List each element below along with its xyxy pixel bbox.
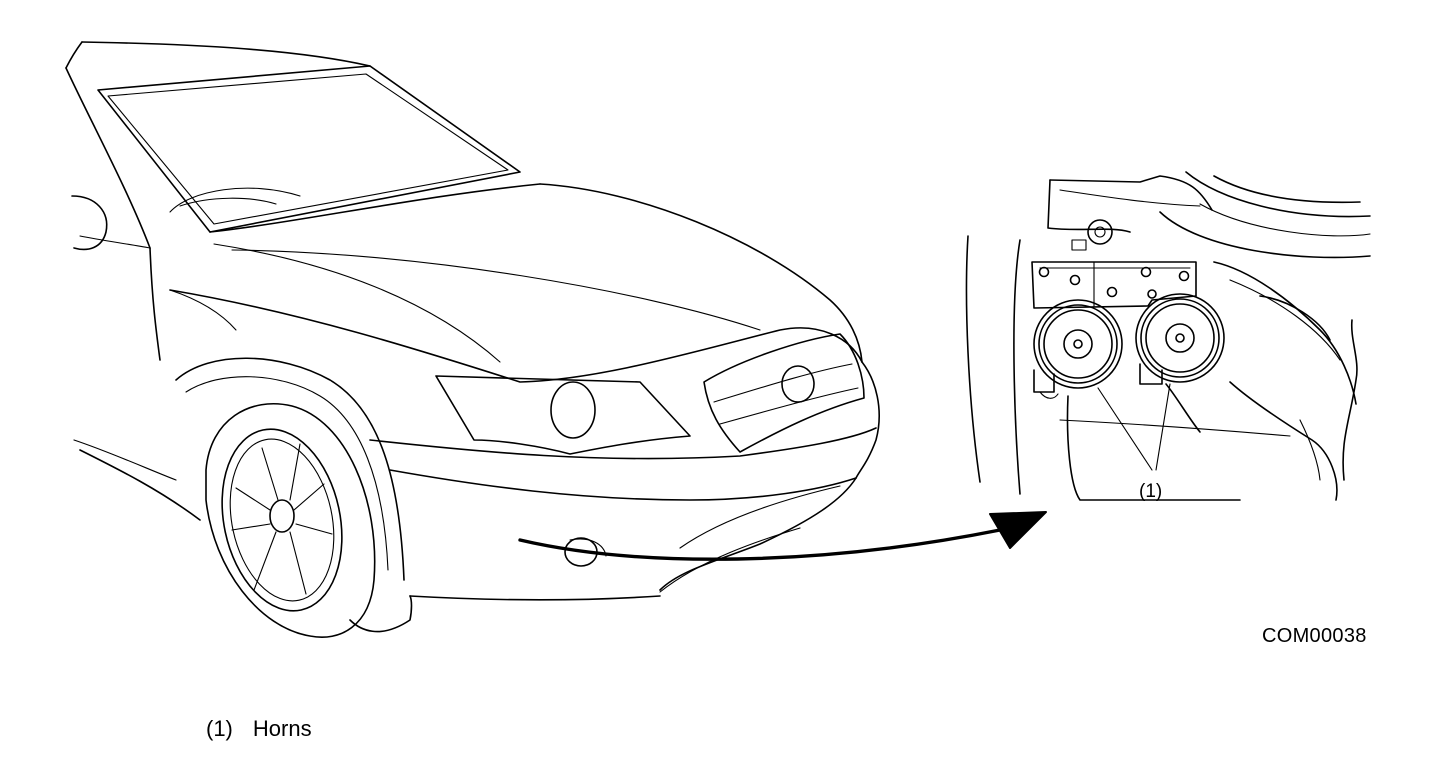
callout-label: (1) — [1139, 481, 1163, 502]
car-front-quarter-icon — [65, 41, 880, 638]
legend-text: Horns — [252, 716, 312, 741]
figure-code: COM00038 — [1262, 625, 1367, 647]
legend-item: (1) Horns — [206, 716, 312, 742]
curved-arrow-icon — [518, 511, 1047, 561]
legend-marker: (1) — [206, 716, 233, 741]
horn-assembly-icon — [965, 171, 1371, 501]
